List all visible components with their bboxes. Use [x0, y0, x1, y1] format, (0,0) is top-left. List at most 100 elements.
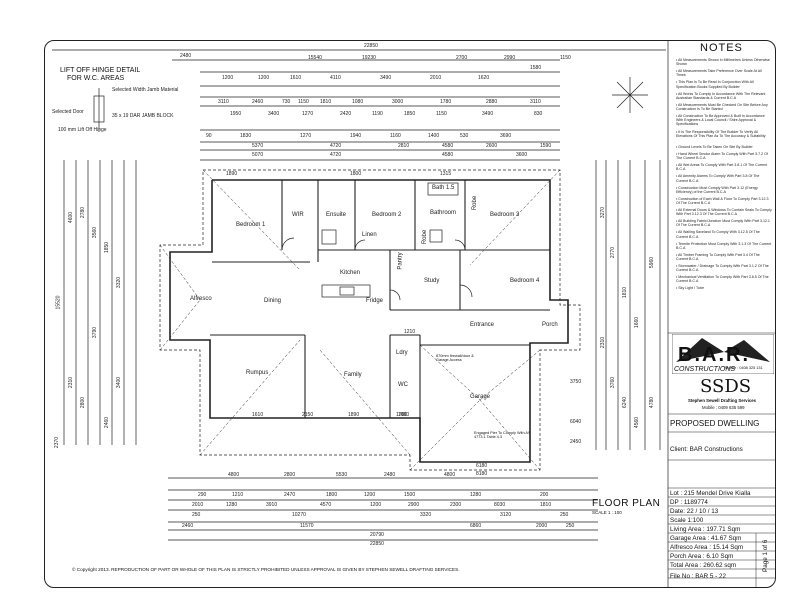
- dim-bottom: 3320: [420, 512, 432, 518]
- dim-bottom: 1810: [540, 502, 552, 508]
- dim-top: 1850: [404, 111, 416, 117]
- note-item: • Construction of Each Wall & Floor To C…: [676, 196, 769, 205]
- dim-bottom: 1500: [404, 492, 416, 498]
- dim-top: 730: [282, 99, 291, 105]
- dim-top: 3490: [482, 111, 494, 117]
- alfresco-area: Alfresco Area : 15.14 Sqm: [670, 544, 744, 551]
- dim-top: 530: [460, 133, 469, 139]
- note-item: • All Walling Saveland To Comply With 3.…: [676, 230, 760, 239]
- dim-bottom: 2460: [182, 523, 194, 529]
- dim-bottom: 4570: [320, 502, 332, 508]
- dim-bottom: 4800: [228, 472, 240, 478]
- drafting-mobile: Mobile : 0409 635 599: [702, 405, 745, 410]
- room-label: WC: [398, 382, 408, 388]
- dim-interior: 1210: [404, 329, 416, 335]
- hinge-label: 100 mm Lift Off Hinge: [58, 127, 107, 133]
- hinge-label: Selected Width Jamb Material: [112, 87, 179, 93]
- lot: Lot : 215 Mendel Drive Kialla: [670, 490, 751, 497]
- note-item: • All Measurements Shown in Millimetres …: [676, 58, 770, 67]
- dim-bottom: 1210: [232, 492, 244, 498]
- dim-top: 3110: [218, 99, 229, 105]
- dim-top: 1150: [560, 55, 571, 61]
- room-label: Entrance: [470, 322, 495, 328]
- dim-top: 1160: [390, 133, 401, 139]
- room-label: Bathroom: [430, 210, 457, 216]
- client: Client: BAR Constructions: [670, 446, 743, 453]
- dim-left: 3400: [116, 376, 123, 389]
- scale: Scale 1:100: [670, 517, 704, 524]
- dim-bottom: 5530: [336, 472, 348, 478]
- room-label: Family: [344, 372, 362, 378]
- dim-bottom: 1280: [226, 502, 238, 508]
- dim-bottom: 2900: [408, 502, 420, 508]
- dim-top: 830: [534, 111, 543, 117]
- dim-left: 1850: [104, 241, 111, 254]
- dim-left: 3560: [92, 226, 99, 239]
- logo-mobile: Mobile : 0408 325 131: [725, 366, 763, 370]
- note-item: • All Building Fabric/Junction Must Comp…: [676, 219, 770, 228]
- note-item: • Sky Light / Tube: [676, 286, 705, 291]
- dim-interior: 3750: [570, 379, 582, 385]
- note-item: • Stormwater / Drainage To Comply With P…: [676, 264, 769, 273]
- dim-bottom: 2300: [450, 502, 462, 508]
- room-label: Study: [424, 278, 440, 284]
- date: Date: 22 / 10 / 13: [670, 508, 719, 515]
- dim-bottom: 10270: [292, 512, 306, 518]
- dim-top: 19230: [362, 55, 376, 61]
- dim-bottom: 2150: [302, 412, 314, 418]
- dim-top: 2880: [486, 99, 498, 105]
- hinge-detail-subtitle: FOR W.C. AREAS: [67, 75, 125, 82]
- room-label: Ldry: [396, 350, 408, 356]
- dim-top: 1400: [428, 133, 440, 139]
- dim-top: 1830: [240, 133, 252, 139]
- dim-top: 1780: [440, 99, 452, 105]
- bar-constructions-logo: [672, 334, 774, 374]
- dim-bottom: 2480: [384, 472, 396, 478]
- sds-logo: SSDS: [700, 376, 752, 397]
- dim-right: 1660: [634, 316, 641, 329]
- dim-top: 1150: [298, 99, 309, 105]
- room-label: Bedroom 4: [510, 278, 540, 284]
- garage-pier-note: Engaged Pier To Comply With AS 4773.1 Ta…: [474, 431, 531, 439]
- dim-right: 3760: [610, 376, 617, 389]
- note-item: • All Measurements Must Be Checked On Si…: [676, 102, 768, 111]
- notes-title: NOTES: [700, 42, 743, 54]
- dim-bottom: 2470: [284, 492, 296, 498]
- page-number: Page 1 of 6: [762, 539, 769, 572]
- dim-top: 3600: [516, 152, 528, 158]
- dim-left: 3790: [92, 326, 99, 339]
- copyright-notice: © Copyright 2013. REPRODUCTION OF PART O…: [72, 567, 460, 572]
- dim-top: 2600: [486, 143, 498, 149]
- dim-top: 2480: [180, 53, 192, 59]
- drawing-sheet-border: [44, 40, 776, 588]
- living-area: Living Area : 197.71 Sqm: [670, 526, 741, 533]
- dim-bottom: 3120: [500, 512, 512, 518]
- note-item: • Hand Wheel Smoke Alarm To Comply With …: [676, 152, 768, 161]
- dim-top: 2460: [252, 99, 264, 105]
- room-label: Linen: [362, 232, 377, 238]
- hinge-label: Selected Door: [52, 109, 84, 115]
- title-block-grid: [668, 332, 776, 587]
- dim-top: 4580: [442, 143, 454, 149]
- dim-top: 3000: [392, 99, 404, 105]
- dim-top: 5070: [252, 152, 264, 158]
- dim-bottom: 2000: [536, 523, 548, 529]
- dim-interior: 6180: [476, 463, 488, 469]
- dim-bottom: 4800: [444, 472, 456, 478]
- dim-bottom: 2010: [192, 502, 204, 508]
- dim-right: 4780: [649, 396, 656, 409]
- firewall-note: 870mm firewall/door & Garage Access: [436, 354, 474, 362]
- dim-bottom: 1800: [326, 492, 338, 498]
- note-item: • All Wet Areas To Comply With Part 3.8.…: [676, 163, 768, 172]
- dim-top: 1270: [300, 133, 312, 139]
- note-item: • All External Doors & Windows To Contai…: [676, 208, 772, 217]
- dim-top: 2990: [504, 55, 516, 61]
- dim-bottom: 250: [192, 512, 201, 518]
- note-item: • Ground Levels To Be Taken On Site By B…: [676, 145, 753, 150]
- dim-top: 1190: [372, 111, 383, 117]
- floor-plan-scale: SCALE 1 : 100: [592, 510, 622, 515]
- note-item: • All Timber Framing To Comply With Part…: [676, 252, 760, 261]
- dim-left: 2800: [80, 396, 87, 409]
- dim-top: 1200: [222, 75, 234, 81]
